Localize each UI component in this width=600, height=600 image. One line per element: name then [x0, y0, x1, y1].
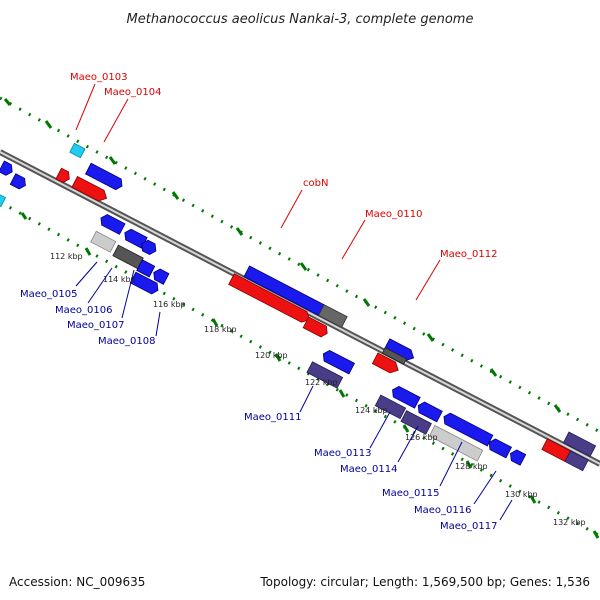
gene-feature-maeo-0105[interactable]: [90, 230, 117, 253]
tick-label-118kbp: 118 kbp: [204, 325, 237, 334]
leader-line-maeo-0115: [439, 441, 463, 487]
leader-line-maeo-0106: [87, 267, 113, 304]
gene-label-cobn[interactable]: cobN: [303, 178, 328, 189]
tick-label-132kbp: 132 kbp: [553, 518, 586, 527]
gene-label-maeo-0105[interactable]: Maeo_0105: [20, 289, 77, 300]
gene-feature-cobn[interactable]: [243, 265, 348, 328]
gene-feature-left-blue-1[interactable]: [0, 160, 15, 177]
gene-feature-maeo-0107[interactable]: [130, 238, 164, 278]
inner-tick-ring: [0, 200, 600, 538]
gene-feature-cyan-3[interactable]: [0, 191, 7, 208]
gene-label-maeo-0108[interactable]: Maeo_0108: [98, 336, 155, 347]
leader-line-maeo-0116: [473, 470, 497, 505]
outer-major-ticks: [3, 98, 562, 413]
gene-label-maeo-0114[interactable]: Maeo_0114: [340, 464, 397, 475]
gene-label-maeo-0110[interactable]: Maeo_0110: [365, 209, 422, 220]
gene-label-maeo-0111[interactable]: Maeo_0111: [244, 412, 301, 423]
accession-text: Accession: NC_009635: [9, 575, 145, 589]
gene-feature-maeo-0112[interactable]: [371, 337, 416, 379]
map-title: Methanococcus aeolicus Nankai-3, complet…: [127, 12, 474, 27]
gene-feature-maeo-0117[interactable]: [508, 448, 527, 466]
leader-line-maeo-0104: [103, 98, 129, 143]
leader-line-maeo-0114: [397, 425, 419, 463]
gene-feature-cyan-1[interactable]: [69, 142, 86, 159]
forward-label-group: Maeo_0103 Maeo_0104 cobN Maeo_0110 Maeo_…: [70, 72, 497, 301]
gene-label-maeo-0106[interactable]: Maeo_0106: [55, 305, 112, 316]
leader-line-maeo-0112: [415, 259, 441, 301]
leader-line-maeo-0105: [75, 261, 98, 287]
gene-feature-maeo-0108[interactable]: [129, 260, 170, 297]
outer-tick-ring: [0, 96, 600, 434]
gene-feature-maeo-0105-b[interactable]: [98, 213, 126, 235]
leader-line-maeo-0110: [341, 219, 366, 260]
tick-label-112kbp: 112 kbp: [50, 252, 83, 261]
leader-line-maeo-0113: [369, 411, 391, 449]
gene-feature-maeo-0113[interactable]: [374, 381, 421, 422]
gene-label-maeo-0113[interactable]: Maeo_0113: [314, 448, 371, 459]
leader-line-maeo-0103: [75, 83, 96, 131]
gene-feature-maeo-0106[interactable]: [112, 244, 144, 270]
gene-feature-maeo-0103[interactable]: [84, 162, 125, 191]
tick-label-130kbp: 130 kbp: [505, 490, 538, 499]
gene-label-maeo-0117[interactable]: Maeo_0117: [440, 521, 497, 532]
gene-feature-maeo-0111[interactable]: [306, 346, 356, 390]
reverse-label-group: Maeo_0105 Maeo_0106 Maeo_0107 Maeo_0108 …: [20, 261, 513, 532]
leader-line-maeo-0107: [121, 269, 135, 319]
gene-feature-maeo-0114[interactable]: [400, 396, 443, 436]
gene-label-maeo-0116[interactable]: Maeo_0116: [414, 505, 471, 516]
gene-feature-maeo-0110[interactable]: [227, 273, 332, 339]
kbp-tick-labels: 112 kbp 114 kbp 116 kbp 118 kbp 120 kbp …: [50, 252, 586, 527]
tick-label-116kbp: 116 kbp: [153, 300, 186, 309]
gene-label-maeo-0103[interactable]: Maeo_0103: [70, 72, 127, 83]
leader-line-cobn: [280, 189, 303, 229]
gene-label-maeo-0115[interactable]: Maeo_0115: [382, 488, 439, 499]
tick-label-114kbp: 114 kbp: [103, 275, 136, 284]
gene-label-maeo-0112[interactable]: Maeo_0112: [440, 249, 497, 260]
tick-label-120kbp: 120 kbp: [255, 351, 288, 360]
leader-line-maeo-0117: [499, 499, 513, 521]
gene-label-maeo-0104[interactable]: Maeo_0104: [104, 87, 161, 98]
tick-label-124kbp: 124 kbp: [355, 406, 388, 415]
gene-feature-maeo-0104[interactable]: [55, 167, 109, 204]
gene-feature-maeo-0115[interactable]: [428, 409, 494, 462]
gene-feature-maeo-0116[interactable]: [486, 437, 513, 459]
gene-feature-right-1[interactable]: [541, 425, 597, 472]
tick-label-122kbp: 122 kbp: [305, 378, 338, 387]
leader-line-maeo-0111: [299, 385, 314, 413]
leader-line-maeo-0108: [155, 311, 161, 337]
gene-label-maeo-0107[interactable]: Maeo_0107: [67, 320, 124, 331]
tick-label-128kbp: 128 kbp: [455, 462, 488, 471]
genome-summary-text: Topology: circular; Length: 1,569,500 bp…: [259, 575, 590, 589]
tick-label-126kbp: 126 kbp: [405, 433, 438, 442]
gene-feature-left-blue-2[interactable]: [9, 173, 28, 191]
